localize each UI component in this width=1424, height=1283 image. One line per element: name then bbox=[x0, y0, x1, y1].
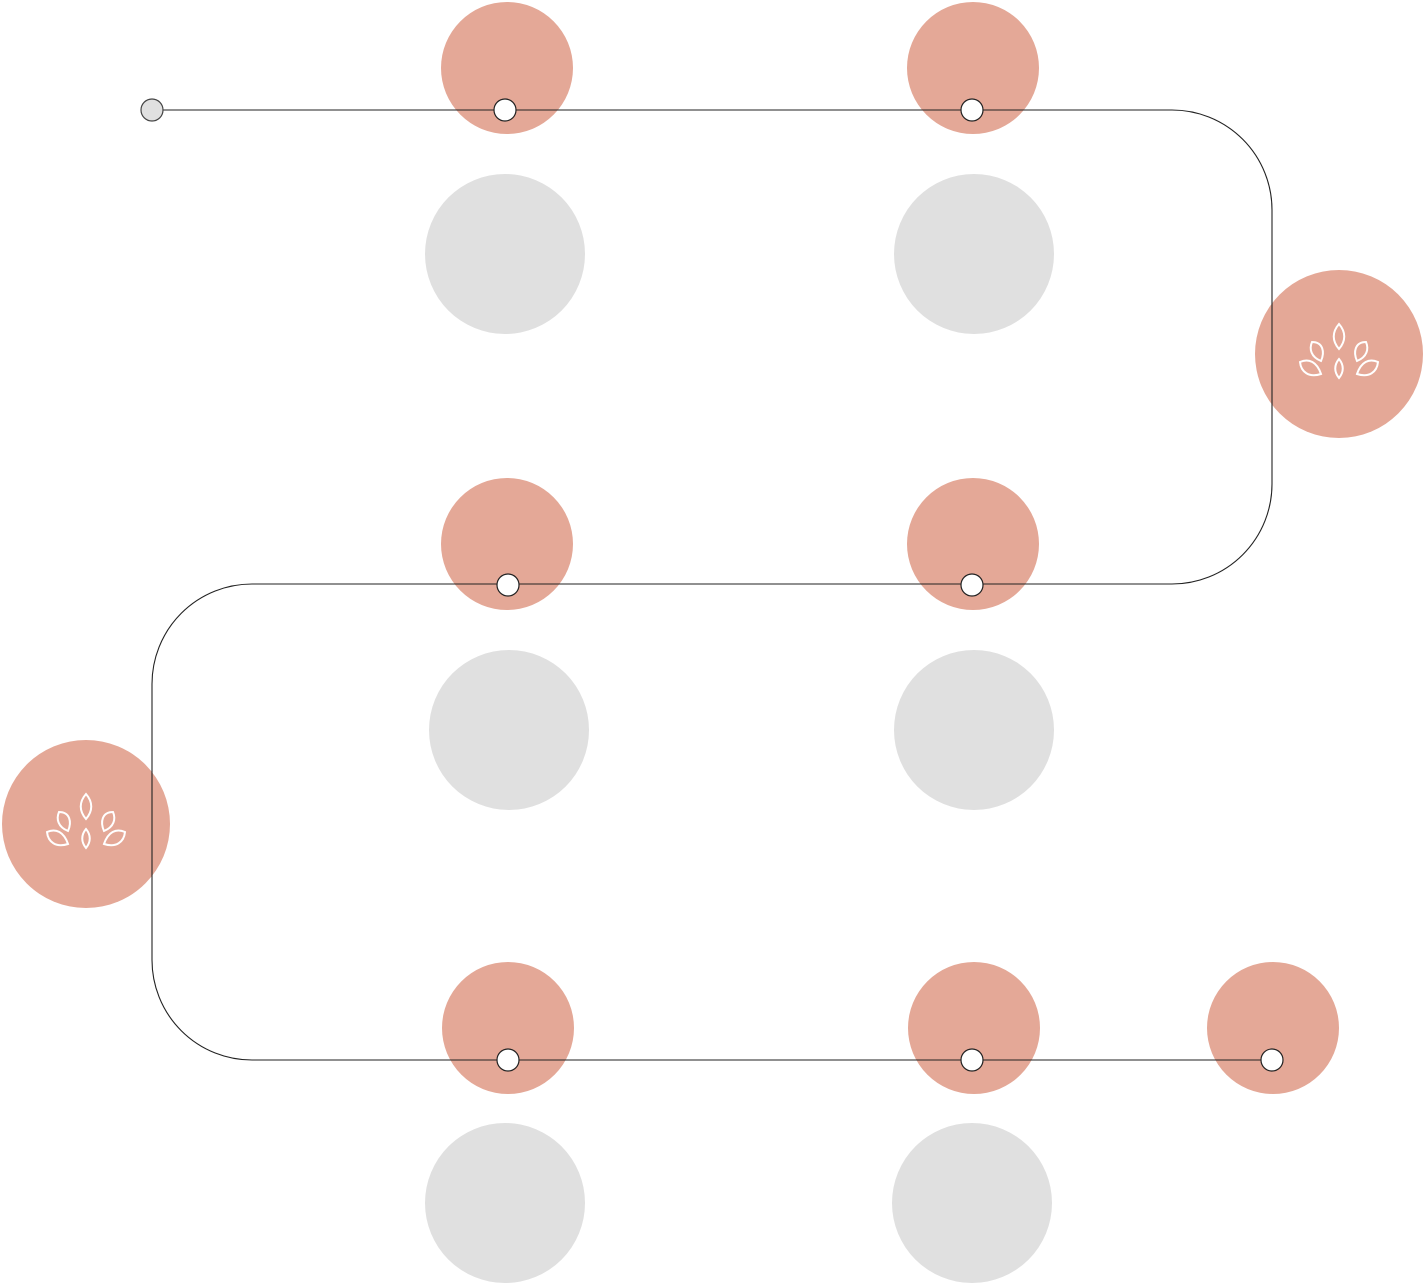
milestone-circle bbox=[1207, 962, 1339, 1094]
placeholder-circle bbox=[894, 650, 1054, 810]
turn-badge-left bbox=[2, 740, 170, 908]
milestone-circles bbox=[441, 2, 1339, 1094]
node-marker bbox=[496, 1048, 520, 1072]
placeholder-circle bbox=[892, 1123, 1052, 1283]
turn-badge-circle bbox=[1255, 270, 1423, 438]
placeholder-circle bbox=[894, 174, 1054, 334]
node-marker bbox=[960, 1048, 984, 1072]
milestone-circle bbox=[907, 478, 1039, 610]
milestone-circle bbox=[441, 478, 573, 610]
lotus-leaves-icon bbox=[1298, 322, 1380, 380]
milestone-circle bbox=[908, 962, 1040, 1094]
node-markers bbox=[493, 98, 1284, 1072]
turn-badge-circle bbox=[2, 740, 170, 908]
node-marker bbox=[960, 573, 984, 597]
milestone-circle bbox=[441, 2, 573, 134]
lotus-leaves-icon bbox=[45, 792, 127, 850]
node-marker bbox=[960, 98, 984, 122]
node-marker bbox=[1260, 1048, 1284, 1072]
placeholder-circles bbox=[425, 174, 1054, 1283]
node-marker bbox=[493, 98, 517, 122]
placeholder-circle bbox=[425, 1123, 585, 1283]
milestone-circle bbox=[907, 2, 1039, 134]
placeholder-circle bbox=[425, 174, 585, 334]
timeline-path bbox=[151, 109, 1273, 1061]
milestone-circle bbox=[442, 962, 574, 1094]
placeholder-circle bbox=[429, 650, 589, 810]
node-marker bbox=[496, 573, 520, 597]
turn-badge-right bbox=[1255, 270, 1423, 438]
start-marker bbox=[140, 98, 164, 122]
